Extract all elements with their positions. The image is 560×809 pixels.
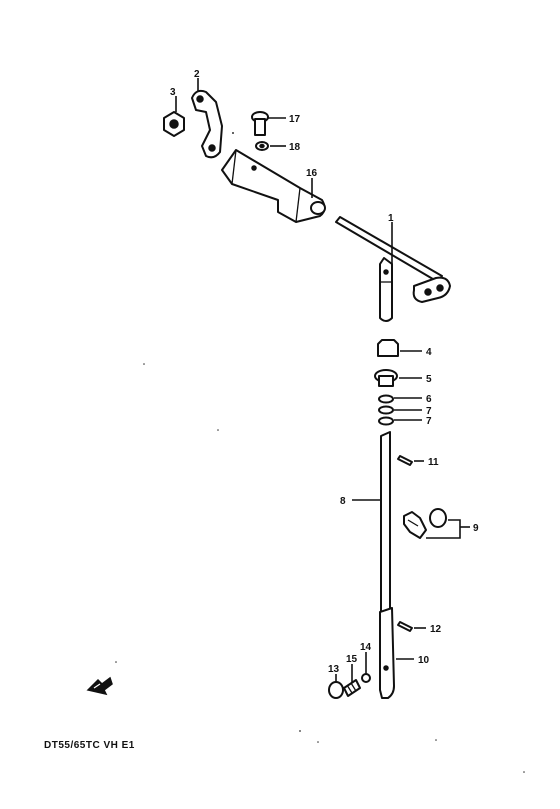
callout-1: 1 <box>388 213 394 224</box>
callout-3: 3 <box>170 87 176 98</box>
callout-6: 6 <box>426 394 432 405</box>
callout-4: 4 <box>426 347 432 358</box>
callout-8: 8 <box>340 496 346 507</box>
callout-17: 17 <box>289 114 301 125</box>
part-4-collar[interactable] <box>377 339 399 357</box>
callout-9: 9 <box>473 523 479 534</box>
part-2-bracket[interactable] <box>191 89 223 159</box>
callout-16: 16 <box>306 168 318 179</box>
callout-7b: 7 <box>426 416 432 427</box>
part-17-bolt[interactable] <box>251 111 269 136</box>
callout-7a: 7 <box>426 406 432 417</box>
callout-15: 15 <box>346 654 358 665</box>
callout-labels: 3 2 17 18 16 1 4 5 6 7 7 11 8 9 12 10 13… <box>170 69 479 675</box>
part-7-o-ring-a[interactable] <box>378 405 394 415</box>
callout-12: 12 <box>430 624 442 635</box>
part-10-lower-rod[interactable] <box>379 607 395 699</box>
part-6-o-ring[interactable] <box>378 394 394 404</box>
part-18-washer[interactable] <box>255 141 269 151</box>
part-7-o-ring-b[interactable] <box>378 416 394 426</box>
callout-10: 10 <box>418 655 430 666</box>
scan-specks <box>115 132 525 773</box>
part-8-shift-rod[interactable] <box>380 431 391 613</box>
upper-shift-rod[interactable] <box>379 257 393 322</box>
part-3-nut[interactable] <box>163 111 185 137</box>
part-9-cam[interactable] <box>429 508 447 528</box>
part-9-clip[interactable] <box>403 511 427 539</box>
part-14-ball[interactable] <box>361 673 371 683</box>
part-11-pin[interactable] <box>397 455 413 466</box>
diagram-caption: DT55/65TC VH E1 <box>44 740 135 751</box>
front-arrow-icon <box>86 676 113 696</box>
part-1-shift-shaft[interactable] <box>335 216 451 303</box>
callout-14: 14 <box>360 642 372 653</box>
callout-11: 11 <box>428 457 439 468</box>
part-16-lever-housing[interactable] <box>221 149 326 223</box>
callout-5: 5 <box>426 374 432 385</box>
leader-lines <box>175 78 470 682</box>
part-13-plug[interactable] <box>328 681 344 699</box>
callout-13: 13 <box>328 664 340 675</box>
part-15-spring[interactable] <box>343 679 361 697</box>
part-5-bushing[interactable] <box>374 369 398 387</box>
callout-2: 2 <box>194 69 200 80</box>
part-12-pin[interactable] <box>397 621 413 632</box>
callout-18: 18 <box>289 142 301 153</box>
